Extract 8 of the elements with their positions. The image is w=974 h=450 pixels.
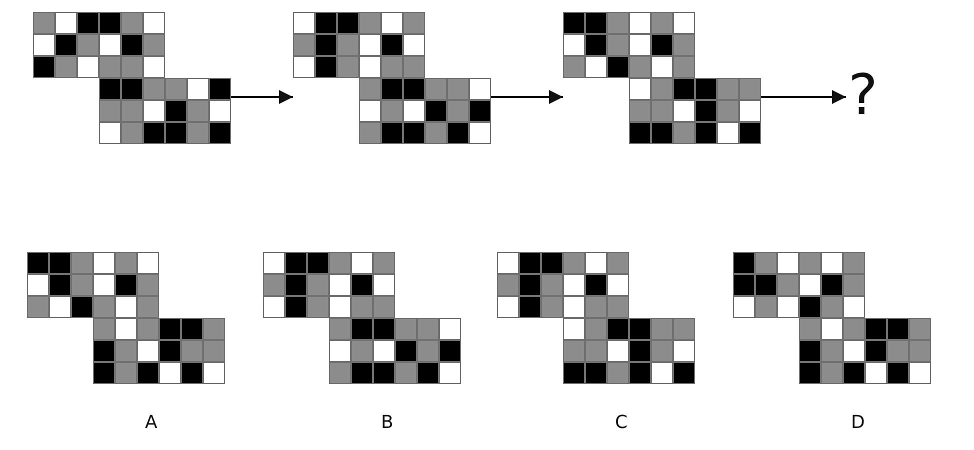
option-letter: B xyxy=(381,412,394,433)
option-letter: A xyxy=(145,412,158,433)
question-mark: ? xyxy=(846,68,880,126)
arrow xyxy=(231,90,293,104)
option-letter: D xyxy=(851,412,865,433)
option-letter: C xyxy=(615,412,628,433)
arrow xyxy=(491,90,563,104)
arrow xyxy=(761,90,846,104)
